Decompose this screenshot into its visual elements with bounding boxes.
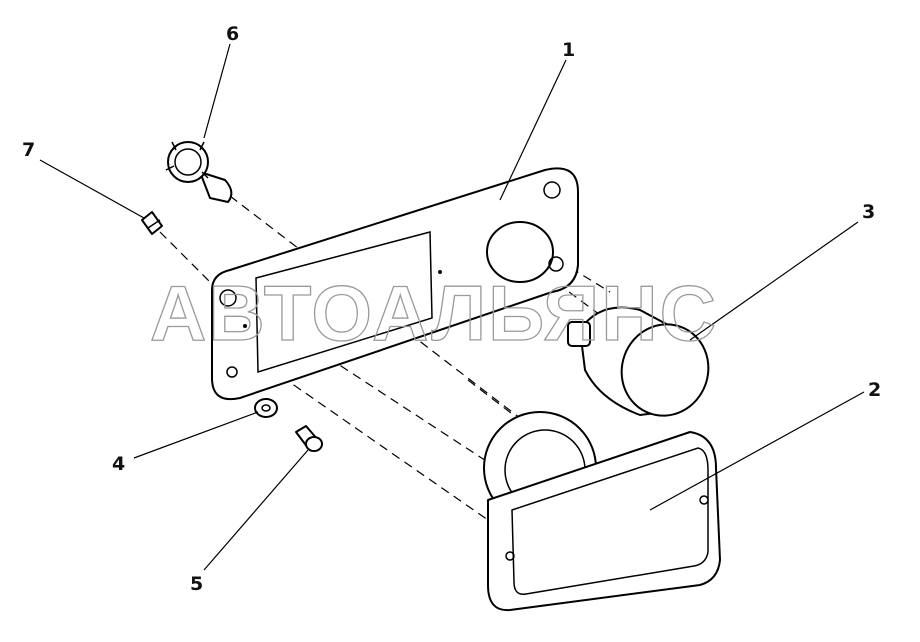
sleeve: [141, 211, 163, 235]
washer: [254, 398, 278, 418]
lamp-cap: [567, 306, 710, 417]
callout-4: 4: [112, 453, 125, 475]
callout-1: 1: [562, 39, 575, 61]
mounting-plate: [211, 167, 579, 400]
bulb: [165, 141, 233, 203]
headlamp: [483, 411, 721, 612]
callout-7: 7: [22, 139, 35, 161]
leader-lines: [39, 43, 865, 571]
watermark-text: АВТОАЛЬЯНС: [150, 269, 718, 357]
callout-2: 2: [868, 379, 881, 401]
callout-5: 5: [190, 573, 203, 595]
callout-3: 3: [862, 201, 875, 223]
callout-6: 6: [226, 23, 239, 45]
screw: [295, 425, 323, 452]
